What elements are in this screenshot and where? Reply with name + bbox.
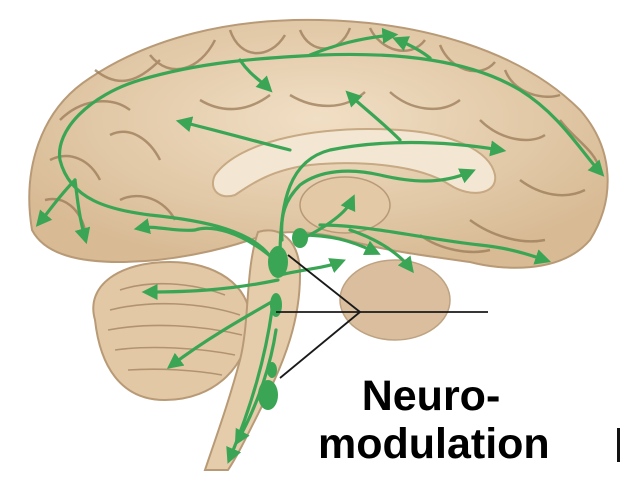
label-line-1: Neuro-: [318, 372, 544, 420]
label-line-2: modulation: [318, 420, 544, 468]
neuromodulation-label: Neuro- modulation: [318, 372, 544, 468]
edge-mark: [617, 428, 620, 462]
pons-region: [340, 260, 450, 340]
